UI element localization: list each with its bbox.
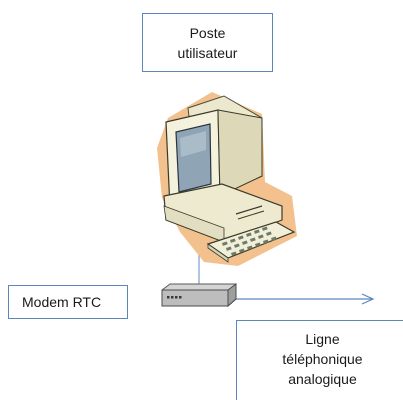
phone-line-label-box: Ligne téléphonique analogique — [236, 320, 403, 400]
modem-label: Modem RTC — [22, 294, 102, 310]
user-station-label-box: Poste utilisateur — [142, 13, 273, 72]
phone-line-label-line2: téléphonique — [282, 351, 363, 367]
user-station-label-line2: utilisateur — [177, 45, 238, 61]
phone-line-label-line1: Ligne — [305, 331, 340, 347]
modem-label-box: Modem RTC — [8, 285, 128, 319]
phone-line-arrow — [236, 293, 375, 305]
desktop-computer-icon — [157, 92, 297, 266]
phone-line-label-line3: analogique — [288, 371, 357, 387]
user-station-label-line1: Poste — [189, 25, 226, 41]
modem-device-icon — [161, 283, 237, 308]
